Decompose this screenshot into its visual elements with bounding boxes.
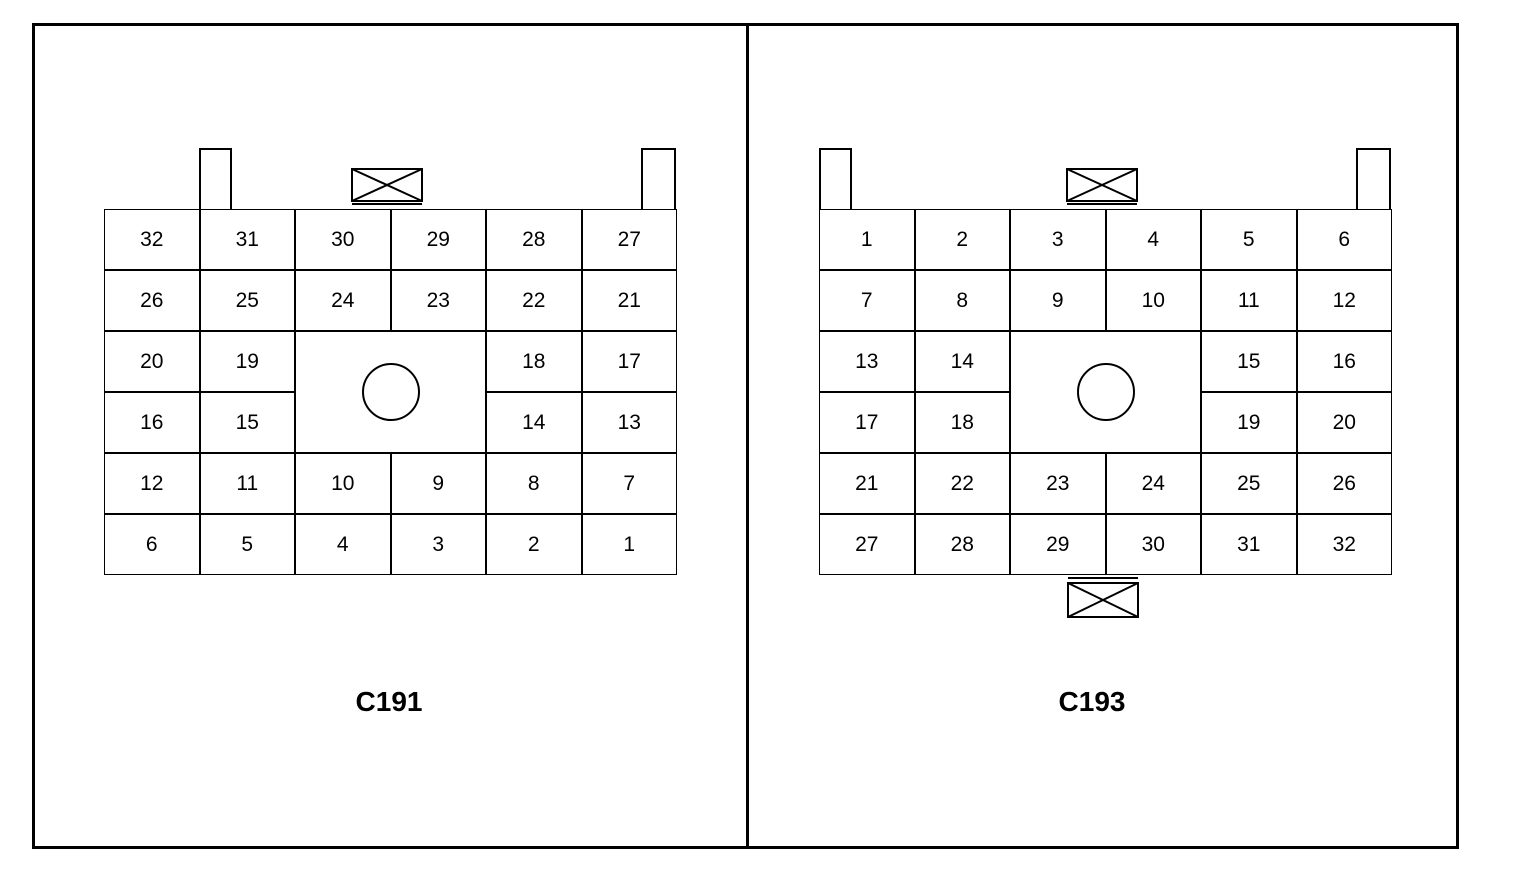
pin-cell: 10 bbox=[295, 453, 391, 514]
pin-cell: 27 bbox=[581, 209, 677, 270]
pin-cell: 14 bbox=[914, 331, 1010, 392]
pin-cell: 16 bbox=[1296, 331, 1392, 392]
pin-cell: 10 bbox=[1105, 270, 1201, 331]
pin-cell: 5 bbox=[199, 514, 295, 575]
pin-cell: 6 bbox=[104, 514, 200, 575]
pin-cell: 30 bbox=[1105, 514, 1201, 575]
panel-divider bbox=[746, 23, 749, 849]
pin-cell: 20 bbox=[1296, 392, 1392, 453]
pin-cell: 2 bbox=[914, 209, 1010, 270]
pin-cell: 18 bbox=[914, 392, 1010, 453]
pin-cell: 6 bbox=[1296, 209, 1392, 270]
pin-cell: 24 bbox=[295, 270, 391, 331]
center-keyway-block bbox=[295, 331, 486, 453]
pin-cell: 7 bbox=[819, 270, 915, 331]
pin-cell: 22 bbox=[914, 453, 1010, 514]
pin-cell: 16 bbox=[104, 392, 200, 453]
pin-cell: 29 bbox=[390, 209, 486, 270]
pin-cell: 22 bbox=[486, 270, 582, 331]
pin-cell: 17 bbox=[581, 331, 677, 392]
pin-cell: 30 bbox=[295, 209, 391, 270]
connector-label: C193 bbox=[1058, 686, 1126, 717]
pin-cell: 19 bbox=[1201, 392, 1297, 453]
pin-cell: 8 bbox=[914, 270, 1010, 331]
pin-cell: 11 bbox=[1201, 270, 1297, 331]
pin-cell: 27 bbox=[819, 514, 915, 575]
center-keyway-block bbox=[1010, 331, 1201, 453]
pin-cell: 19 bbox=[199, 331, 295, 392]
pin-cell: 17 bbox=[819, 392, 915, 453]
pin-cell: 21 bbox=[819, 453, 915, 514]
pin-cell: 1 bbox=[819, 209, 915, 270]
pin-cell: 18 bbox=[486, 331, 582, 392]
pin-cell: 28 bbox=[914, 514, 1010, 575]
locating-tab-left bbox=[819, 148, 852, 210]
pin-cell: 28 bbox=[486, 209, 582, 270]
pin-cell: 12 bbox=[104, 453, 200, 514]
pin-cell: 13 bbox=[819, 331, 915, 392]
pin-cell: 26 bbox=[104, 270, 200, 331]
pin-cell: 2 bbox=[486, 514, 582, 575]
pin-cell: 21 bbox=[581, 270, 677, 331]
pin-cell: 15 bbox=[1201, 331, 1297, 392]
pin-cell: 32 bbox=[104, 209, 200, 270]
locating-tab-left bbox=[199, 148, 232, 210]
pin-cell: 5 bbox=[1201, 209, 1297, 270]
pin-cell: 3 bbox=[1010, 209, 1106, 270]
locating-tab-right bbox=[1356, 148, 1391, 210]
pin-cell: 29 bbox=[1010, 514, 1106, 575]
pin-cell: 1 bbox=[581, 514, 677, 575]
pin-cell: 15 bbox=[199, 392, 295, 453]
pin-cell: 31 bbox=[199, 209, 295, 270]
pin-cell: 31 bbox=[1201, 514, 1297, 575]
latch-top-icon bbox=[351, 168, 423, 208]
pin-cell: 3 bbox=[390, 514, 486, 575]
pin-cell: 8 bbox=[486, 453, 582, 514]
pin-cell: 12 bbox=[1296, 270, 1392, 331]
latch-top-icon bbox=[1066, 168, 1138, 208]
pin-cell: 9 bbox=[1010, 270, 1106, 331]
pin-cell: 11 bbox=[199, 453, 295, 514]
pin-cell: 24 bbox=[1105, 453, 1201, 514]
pin-cell: 23 bbox=[1010, 453, 1106, 514]
diagram-frame bbox=[32, 23, 1459, 849]
pin-cell: 9 bbox=[390, 453, 486, 514]
pin-cell: 26 bbox=[1296, 453, 1392, 514]
pin-cell: 7 bbox=[581, 453, 677, 514]
connector-label: C191 bbox=[355, 686, 423, 717]
pin-cell: 23 bbox=[390, 270, 486, 331]
pin-cell: 25 bbox=[1201, 453, 1297, 514]
latch-bottom-icon bbox=[1067, 575, 1139, 619]
pin-cell: 25 bbox=[199, 270, 295, 331]
keyway-circle-icon bbox=[361, 363, 420, 421]
pin-cell: 4 bbox=[1105, 209, 1201, 270]
pin-cell: 32 bbox=[1296, 514, 1392, 575]
pin-cell: 4 bbox=[295, 514, 391, 575]
keyway-circle-icon bbox=[1076, 363, 1135, 421]
pin-cell: 13 bbox=[581, 392, 677, 453]
pin-cell: 20 bbox=[104, 331, 200, 392]
locating-tab-right bbox=[641, 148, 676, 210]
pin-cell: 14 bbox=[486, 392, 582, 453]
